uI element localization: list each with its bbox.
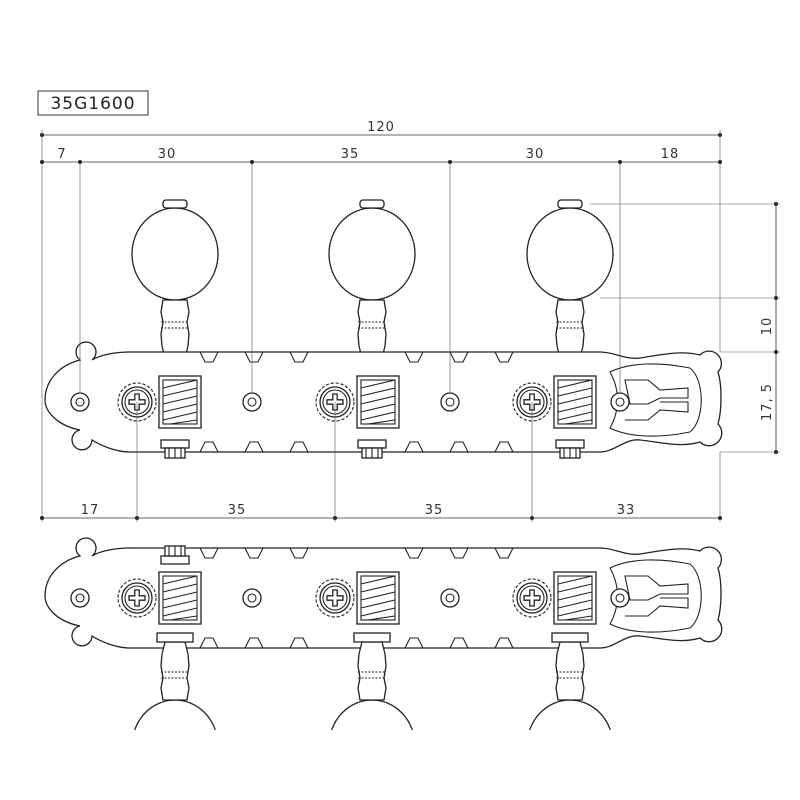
bolt-2 — [357, 439, 387, 459]
worm-housing-1 — [158, 375, 202, 429]
dim-top-4: 30 — [526, 147, 545, 162]
dim-overall: 120 — [367, 120, 395, 135]
tuning-peg-2 — [328, 199, 416, 368]
dim-bottom-3: 35 — [425, 503, 444, 518]
tuning-peg-1 — [131, 199, 219, 368]
dim-top-3: 35 — [341, 147, 360, 162]
dim-top-5: 18 — [661, 147, 680, 162]
dim-bottom-2: 35 — [228, 503, 247, 518]
dim-bottom-1: 17 — [81, 503, 100, 518]
dim-top-1: 7 — [57, 147, 66, 162]
worm-housing-2 — [356, 375, 400, 429]
worm-housing-3 — [553, 375, 597, 429]
part-number: 35G1600 — [50, 94, 135, 114]
part-number-label: 35G1600 — [37, 90, 149, 116]
dim-top-2: 30 — [158, 147, 177, 162]
bottom-view — [0, 537, 800, 800]
dim-bottom-4: 33 — [617, 503, 636, 518]
bolt-3 — [555, 439, 585, 459]
tuning-peg-3 — [526, 199, 614, 368]
dim-right-2: 17, 5 — [760, 383, 775, 421]
dimension-lines: 120 7 30 35 30 18 17 35 35 33 — [40, 120, 780, 522]
dim-right-1: 10 — [760, 317, 775, 336]
bolt-1 — [160, 439, 190, 459]
